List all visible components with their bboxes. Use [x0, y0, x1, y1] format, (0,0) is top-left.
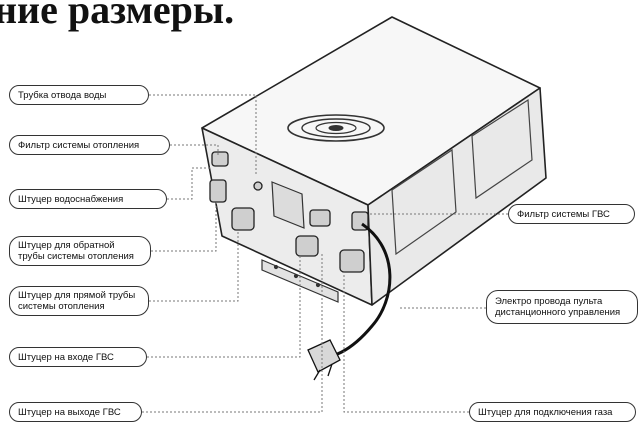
boiler-body: [201, 16, 547, 306]
boiler-side-panel: [367, 87, 547, 306]
label-supply-pipe: Штуцер для прямой трубы системы отоплени…: [9, 286, 149, 316]
leader-lines: [142, 94, 508, 413]
label-water-supply: Штуцер водоснабжения: [9, 189, 167, 209]
page-title: ние размеры.: [0, 0, 235, 32]
pipe-fittings: [209, 151, 369, 273]
side-panel-inserts: [391, 98, 533, 256]
label-dhw-inlet: Штуцер на входе ГВС: [9, 347, 147, 367]
power-plug: [307, 339, 341, 381]
label-gas-connection: Штуцер для подключения газа: [469, 402, 636, 422]
label-dhw-outlet: Штуцер на выходе ГВС: [9, 402, 142, 422]
label-drain-tube: Трубка отвода воды: [9, 85, 149, 105]
label-dhw-filter: Фильтр системы ГВС: [508, 204, 635, 224]
front-cover-plate: [271, 181, 305, 229]
label-heating-filter: Фильтр системы отопления: [9, 135, 170, 155]
label-remote-wires: Электро провода пульта дистанционного уп…: [486, 290, 638, 324]
top-logo: [287, 114, 385, 142]
label-return-pipe: Штуцер для обратной трубы системы отопле…: [9, 236, 151, 266]
